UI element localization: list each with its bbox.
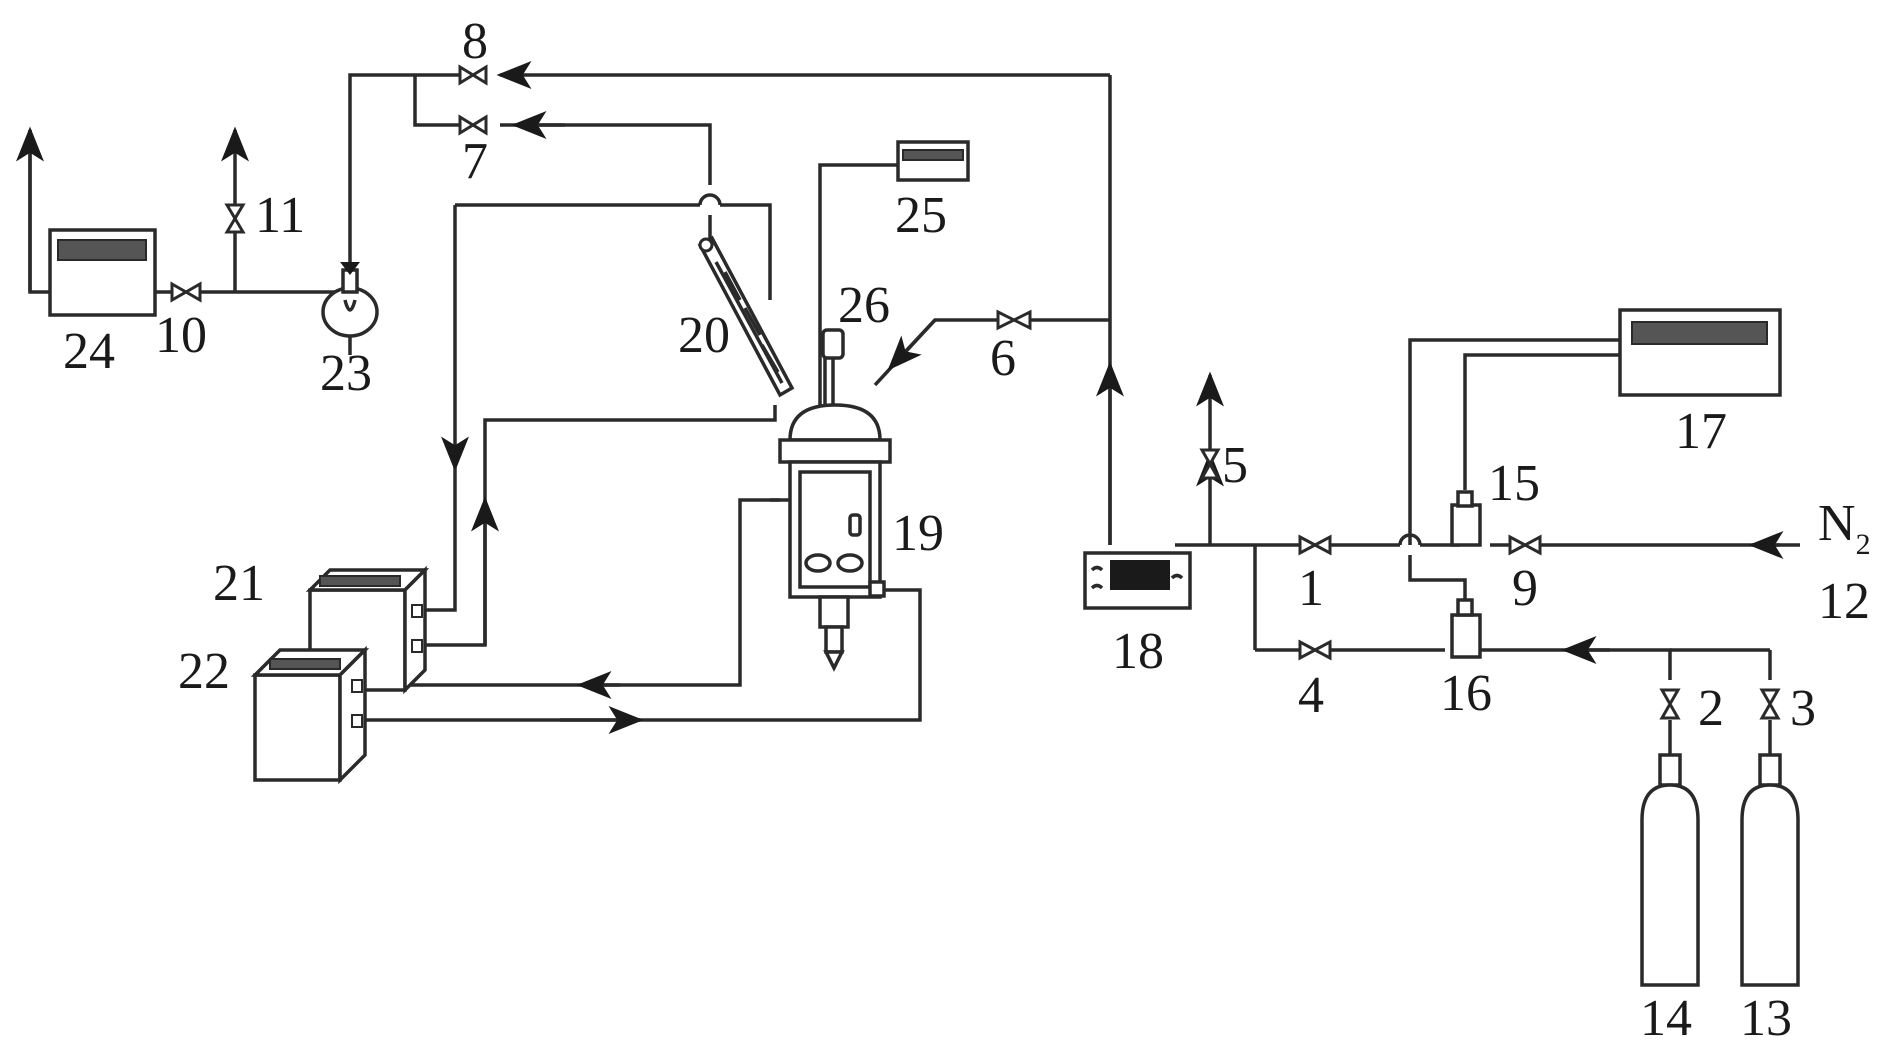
label-7: 7 [462, 133, 488, 190]
gas-cylinder-13 [1740, 753, 1800, 987]
label-13: 13 [1740, 990, 1792, 1046]
labels: 8 7 11 25 26 20 6 24 10 23 5 17 15 19 21… [63, 13, 1871, 1046]
label-18: 18 [1112, 623, 1164, 680]
reactor-19 [770, 403, 892, 672]
label-8: 8 [462, 13, 488, 70]
valve-1 [1298, 534, 1332, 556]
bath-18 [1083, 551, 1192, 610]
label-25: 25 [895, 187, 947, 244]
valve-11 [224, 203, 246, 234]
label-20: 20 [678, 307, 730, 364]
valve-6 [996, 309, 1032, 331]
label-11: 11 [255, 187, 305, 244]
equipment-17 [1618, 308, 1782, 397]
valve-2 [1659, 688, 1681, 720]
label-23: 23 [320, 345, 372, 402]
label-21: 21 [213, 555, 265, 612]
valve-4 [1298, 639, 1332, 661]
flask-23 [321, 262, 379, 338]
label-22: 22 [178, 643, 230, 700]
label-24: 24 [63, 323, 115, 380]
valve-10 [170, 281, 202, 303]
equipment-22 [250, 645, 370, 785]
condenser-20 [697, 235, 795, 398]
equipment-24 [48, 228, 157, 317]
label-5: 5 [1222, 437, 1248, 494]
label-4: 4 [1298, 667, 1324, 724]
pipe-network [15, 61, 1800, 755]
valve-7 [458, 114, 488, 136]
label-9: 9 [1512, 560, 1538, 617]
mfc-15 [1450, 490, 1482, 547]
mfc-16 [1450, 598, 1482, 659]
label-n2-gas: N2 [1818, 495, 1871, 561]
label-12: 12 [1818, 573, 1870, 630]
valve-5 [1199, 448, 1221, 480]
label-19: 19 [892, 505, 944, 562]
label-17: 17 [1675, 403, 1727, 460]
valve-8 [458, 64, 488, 86]
label-10: 10 [155, 307, 207, 364]
valve-9 [1508, 534, 1542, 556]
label-3: 3 [1790, 680, 1816, 737]
label-15: 15 [1488, 455, 1540, 512]
label-6: 6 [990, 330, 1016, 387]
equipment-25 [896, 140, 970, 182]
label-2: 2 [1698, 680, 1724, 737]
label-16: 16 [1440, 665, 1492, 722]
label-26: 26 [838, 277, 890, 334]
valve-3 [1759, 688, 1781, 720]
label-1: 1 [1298, 560, 1324, 617]
gas-cylinder-14 [1640, 753, 1700, 987]
label-14: 14 [1640, 990, 1692, 1046]
